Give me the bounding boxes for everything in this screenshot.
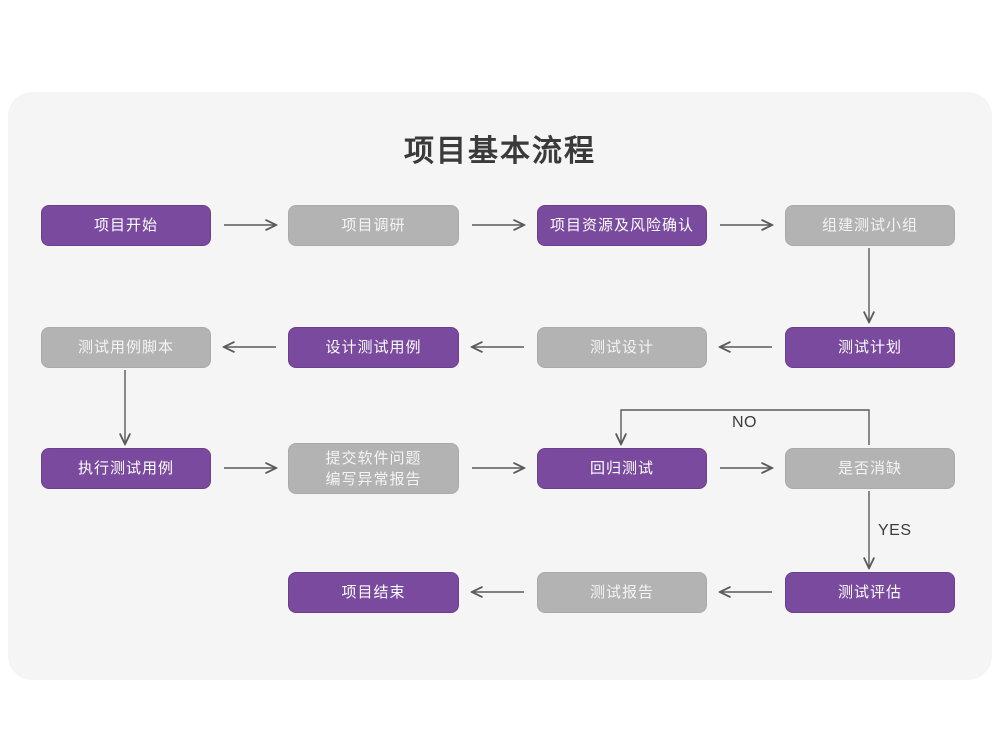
node-defect-resolved-decision[interactable]: 是否消缺 [785,448,955,489]
node-regression-test[interactable]: 回归测试 [537,448,707,489]
node-test-design[interactable]: 测试设计 [537,327,707,368]
node-project-end[interactable]: 项目结束 [288,572,459,613]
edge-label-no: NO [732,414,757,431]
node-build-test-team[interactable]: 组建测试小组 [785,205,955,246]
node-project-start[interactable]: 项目开始 [41,205,211,246]
node-test-report[interactable]: 测试报告 [537,572,707,613]
node-submit-defect-report[interactable]: 提交软件问题 编写异常报告 [288,443,459,494]
node-testcase-script[interactable]: 测试用例脚本 [41,327,211,368]
node-project-research[interactable]: 项目调研 [288,205,459,246]
node-test-evaluation[interactable]: 测试评估 [785,572,955,613]
node-resource-risk-confirm[interactable]: 项目资源及风险确认 [537,205,707,246]
edge-label-yes: YES [878,522,912,539]
node-execute-testcase[interactable]: 执行测试用例 [41,448,211,489]
node-design-testcase[interactable]: 设计测试用例 [288,327,459,368]
page-title: 项目基本流程 [404,135,596,168]
node-test-plan[interactable]: 测试计划 [785,327,955,368]
